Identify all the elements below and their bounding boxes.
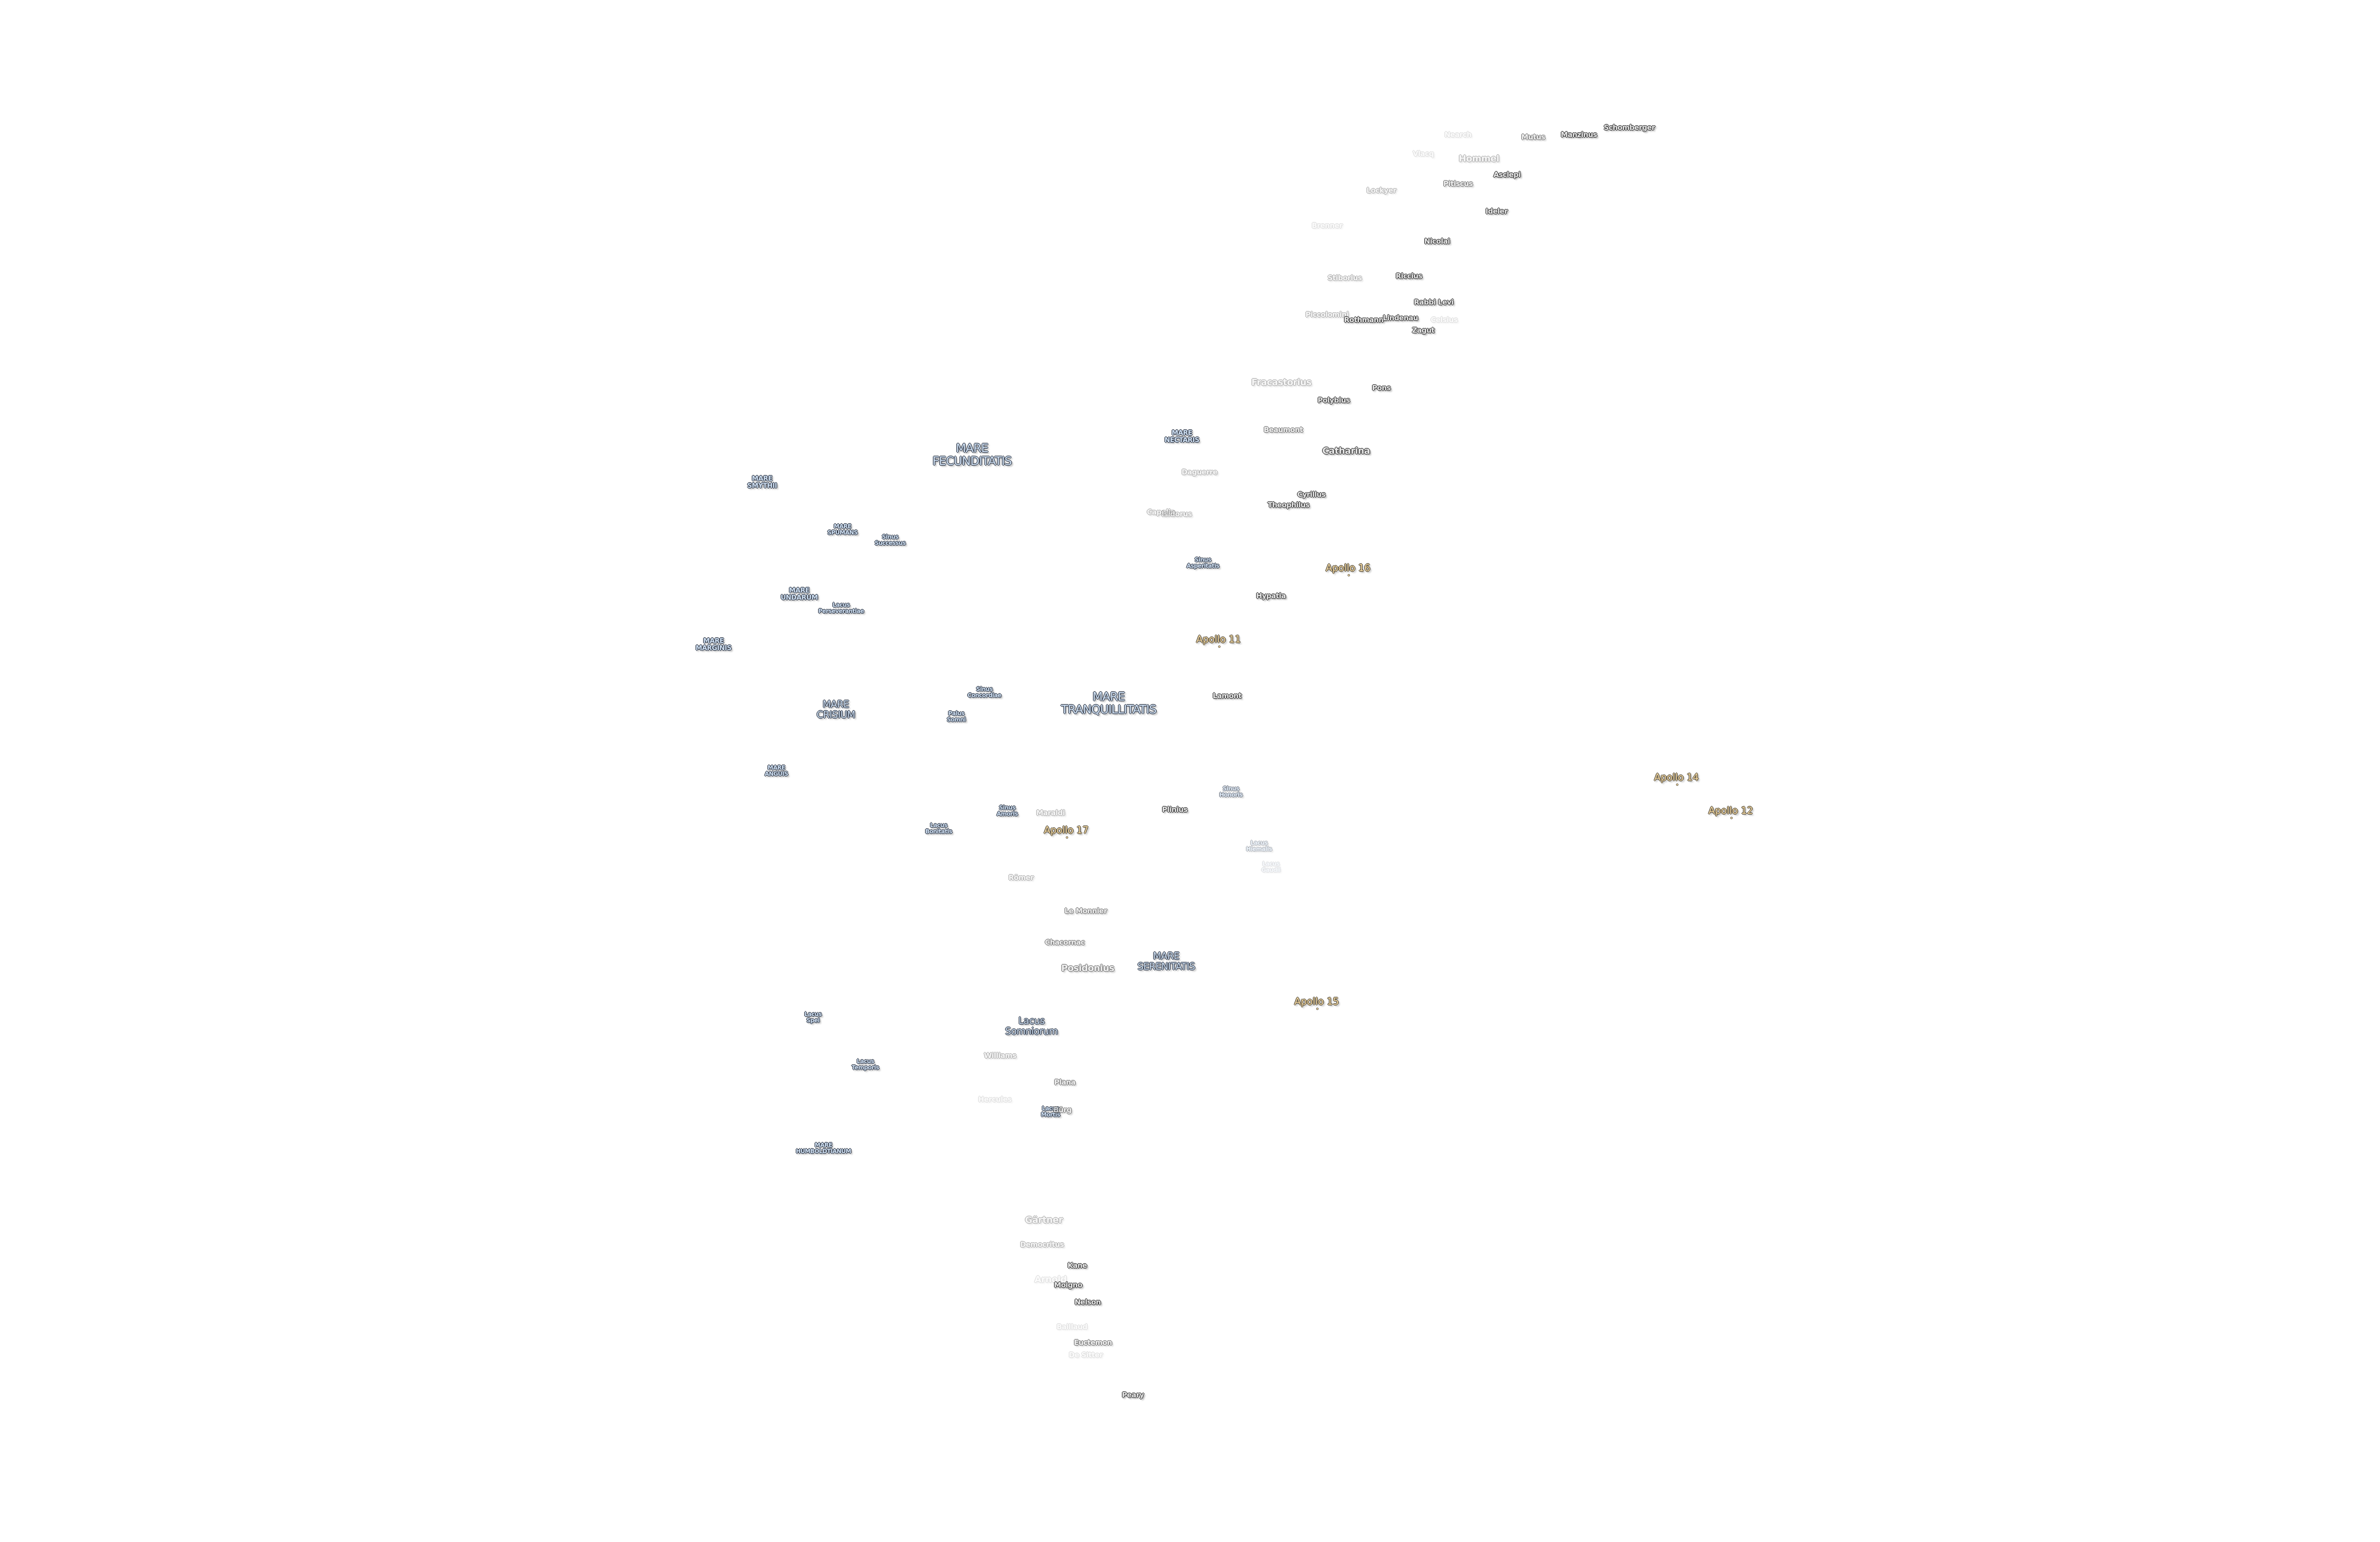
crater-label[interactable]: Plinius: [1162, 805, 1188, 814]
region-label[interactable]: Lacus Temporis: [852, 1058, 879, 1071]
crater-label[interactable]: Le Monnier: [1064, 906, 1107, 915]
region-label[interactable]: Lacus Hiemalis: [1246, 840, 1272, 852]
crater-label[interactable]: Isidorus: [1161, 509, 1192, 518]
crater-label[interactable]: Bürg: [1053, 1105, 1072, 1114]
apollo-site-name: Apollo 16: [1326, 562, 1370, 574]
apollo-site-label[interactable]: Apollo 15: [1294, 996, 1339, 1010]
region-label[interactable]: Lacus Gaudii: [1261, 860, 1281, 873]
crater-label[interactable]: Ideler: [1485, 207, 1508, 216]
crater-label[interactable]: Gärtner: [1025, 1215, 1063, 1226]
region-label[interactable]: Sinus Asperitatis: [1186, 556, 1220, 569]
landing-site-marker-icon: [1676, 783, 1678, 786]
region-label[interactable]: Sinus Successus: [874, 534, 906, 546]
crater-label[interactable]: Brenner: [1311, 221, 1343, 230]
apollo-site-name: Apollo 15: [1294, 996, 1339, 1008]
crater-label[interactable]: Lamont: [1212, 691, 1242, 700]
crater-label[interactable]: Plana: [1054, 1077, 1076, 1087]
crater-label[interactable]: Rothmann: [1344, 315, 1384, 324]
crater-label[interactable]: Mutus: [1521, 132, 1545, 141]
mare-label[interactable]: MARE UNDARUM: [780, 586, 818, 602]
crater-label[interactable]: Cyrillus: [1297, 490, 1326, 499]
mare-label[interactable]: MARE HUMBOLDTIANUM: [796, 1142, 851, 1155]
landing-site-marker-icon: [1730, 816, 1733, 819]
region-label[interactable]: Sinus Amoris: [996, 804, 1018, 817]
landing-site-marker-icon: [1218, 645, 1220, 648]
crater-label[interactable]: Asclepi: [1493, 170, 1521, 179]
apollo-site-label[interactable]: Apollo 16: [1326, 562, 1370, 576]
mare-label[interactable]: MARE FECUNDITATIS: [932, 441, 1012, 468]
mare-label[interactable]: MARE TRANQUILLITATIS: [1061, 690, 1157, 716]
crater-label[interactable]: Arnold: [1034, 1274, 1067, 1285]
crater-label[interactable]: Stiborius: [1328, 273, 1362, 282]
apollo-site-name: Apollo 11: [1196, 633, 1241, 645]
crater-label[interactable]: Maraldi: [1036, 808, 1065, 817]
crater-label[interactable]: Vlacq: [1412, 149, 1434, 158]
mare-label[interactable]: MARE SMYTHII: [747, 474, 777, 490]
crater-label[interactable]: Beaumont: [1263, 425, 1303, 434]
mare-label[interactable]: MARE MARGINIS: [695, 637, 732, 652]
region-label[interactable]: Palus Somni: [947, 710, 966, 723]
crater-label[interactable]: Kane: [1067, 1261, 1087, 1270]
apollo-site-name: Apollo 14: [1654, 771, 1699, 783]
crater-label[interactable]: Baillaud: [1056, 1322, 1088, 1331]
mare-label[interactable]: MARE ANGUIS: [764, 764, 788, 777]
crater-label[interactable]: Zagut: [1412, 326, 1435, 335]
crater-label[interactable]: Euctemon: [1074, 1338, 1112, 1347]
crater-label[interactable]: Hypatia: [1256, 591, 1286, 600]
apollo-site-label[interactable]: Apollo 14: [1654, 771, 1699, 786]
crater-label[interactable]: Nelson: [1074, 1297, 1101, 1306]
mare-label[interactable]: MARE NECTARIS: [1164, 429, 1200, 444]
crater-label[interactable]: Capella: [1147, 507, 1175, 516]
crater-label[interactable]: Nearch: [1444, 130, 1472, 139]
region-label[interactable]: Sinus Honoris: [1219, 785, 1243, 798]
crater-label[interactable]: Nicolai: [1424, 237, 1450, 246]
region-label[interactable]: Lacus Mortis: [1041, 1105, 1061, 1118]
crater-label[interactable]: Theophilus: [1268, 500, 1309, 509]
crater-label[interactable]: Williams: [984, 1051, 1016, 1060]
apollo-site-name: Apollo 17: [1044, 824, 1089, 836]
crater-label[interactable]: Fracastorius: [1251, 377, 1312, 388]
apollo-site-label[interactable]: Apollo 11: [1196, 633, 1241, 648]
region-label[interactable]: Lacus Bonitatis: [925, 822, 952, 835]
crater-label[interactable]: Pons: [1372, 383, 1391, 392]
crater-label[interactable]: Lockyer: [1366, 186, 1397, 195]
crater-label[interactable]: De Sitter: [1069, 1350, 1103, 1359]
crater-label[interactable]: Piccolomini: [1305, 310, 1349, 319]
crater-label[interactable]: Manzinus: [1561, 130, 1597, 139]
crater-label[interactable]: Catharina: [1322, 445, 1370, 456]
landing-site-marker-icon: [1066, 836, 1068, 839]
crater-label[interactable]: Posidonius: [1061, 963, 1114, 974]
crater-label[interactable]: Polybius: [1318, 395, 1350, 405]
landing-site-marker-icon: [1348, 573, 1350, 576]
apollo-site-label[interactable]: Apollo 12: [1708, 805, 1753, 819]
crater-label[interactable]: Daguerre: [1181, 467, 1218, 476]
crater-label[interactable]: Chacornac: [1045, 938, 1085, 947]
crater-label[interactable]: Hercules: [978, 1095, 1012, 1104]
apollo-site-label[interactable]: Apollo 17: [1044, 824, 1089, 839]
region-label[interactable]: Lacus Somniorum: [1005, 1015, 1058, 1037]
region-label[interactable]: Lacus Spei: [804, 1011, 822, 1024]
region-label[interactable]: Sinus Concordiae: [967, 686, 1002, 699]
region-label[interactable]: Lacus Perseverantiae: [818, 602, 864, 614]
crater-label[interactable]: Schomberger: [1604, 123, 1655, 132]
crater-label[interactable]: Rabbi Levi: [1414, 297, 1454, 306]
crater-label[interactable]: Moigno: [1054, 1280, 1082, 1289]
mare-label[interactable]: MARE SERENITATIS: [1137, 950, 1195, 972]
mare-label[interactable]: MARE CRISIUM: [816, 698, 855, 720]
crater-label[interactable]: Democritus: [1020, 1240, 1064, 1249]
crater-label[interactable]: Römer: [1008, 873, 1034, 882]
mare-label[interactable]: MARE SPUMANS: [827, 523, 858, 536]
landing-site-marker-icon: [1316, 1007, 1319, 1010]
crater-label[interactable]: Peary: [1122, 1390, 1144, 1399]
crater-label[interactable]: Riccius: [1396, 271, 1422, 280]
crater-label[interactable]: Hommel: [1458, 153, 1499, 164]
crater-label[interactable]: Pitiscus: [1443, 179, 1473, 188]
crater-label[interactable]: Lindenau: [1383, 313, 1418, 322]
apollo-site-name: Apollo 12: [1708, 805, 1753, 817]
crater-label[interactable]: Celsius: [1430, 315, 1458, 324]
